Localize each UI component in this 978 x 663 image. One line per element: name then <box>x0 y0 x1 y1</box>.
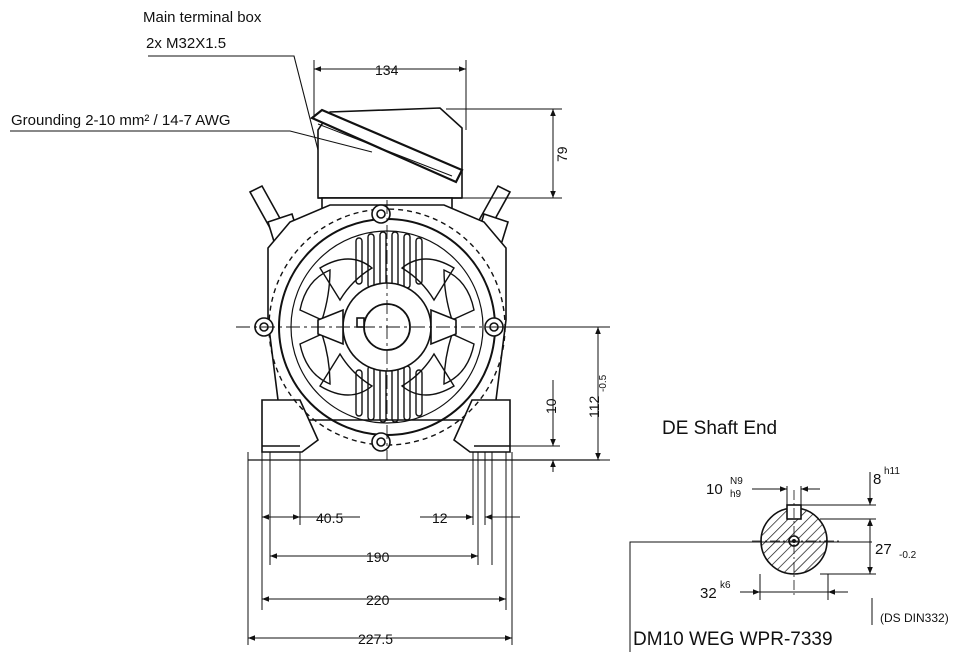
key-height-tol: h11 <box>884 466 900 477</box>
key-width-tol-top: N9 <box>730 476 743 487</box>
dim-112-tolerance: -0.5 <box>598 374 609 392</box>
right-foot <box>453 399 511 453</box>
dimension-lines <box>247 60 610 645</box>
depth-label: 27 <box>875 541 892 558</box>
shaft-end-detail <box>629 472 876 652</box>
depth-tol: -0.2 <box>899 550 917 561</box>
annotation-leaders <box>10 55 373 153</box>
dim-227-5: 227.5 <box>358 631 393 647</box>
dim-79: 79 <box>554 146 570 162</box>
dim-40-5: 40.5 <box>316 510 343 526</box>
dim-10: 10 <box>543 398 559 414</box>
motor-front-view <box>236 107 600 461</box>
key-height-label: 8 <box>873 471 881 488</box>
key-width-tol-bottom: h9 <box>730 489 742 500</box>
dim-220: 220 <box>366 592 390 608</box>
terminal-spec-label: 2x M32X1.5 <box>146 35 226 52</box>
labels: Main terminal box 2x M32X1.5 Grounding 2… <box>11 9 949 650</box>
dim-134: 134 <box>375 62 399 78</box>
drawing-code: DM10 WEG WPR-7339 <box>633 629 833 650</box>
diameter-tol: k6 <box>720 580 731 591</box>
terminal-box-label: Main terminal box <box>143 9 262 26</box>
dim-12: 12 <box>432 510 448 526</box>
terminal-box <box>309 107 464 199</box>
standard-label: (DS DIN332) <box>880 611 949 625</box>
dim-190: 190 <box>366 549 390 565</box>
dim-112: 112 <box>586 395 602 418</box>
shaft-end-title: DE Shaft End <box>662 418 777 439</box>
grounding-label: Grounding 2-10 mm² / 14-7 AWG <box>11 112 231 129</box>
diameter-label: 32 <box>700 585 717 602</box>
key-width-label: 10 <box>706 481 723 498</box>
